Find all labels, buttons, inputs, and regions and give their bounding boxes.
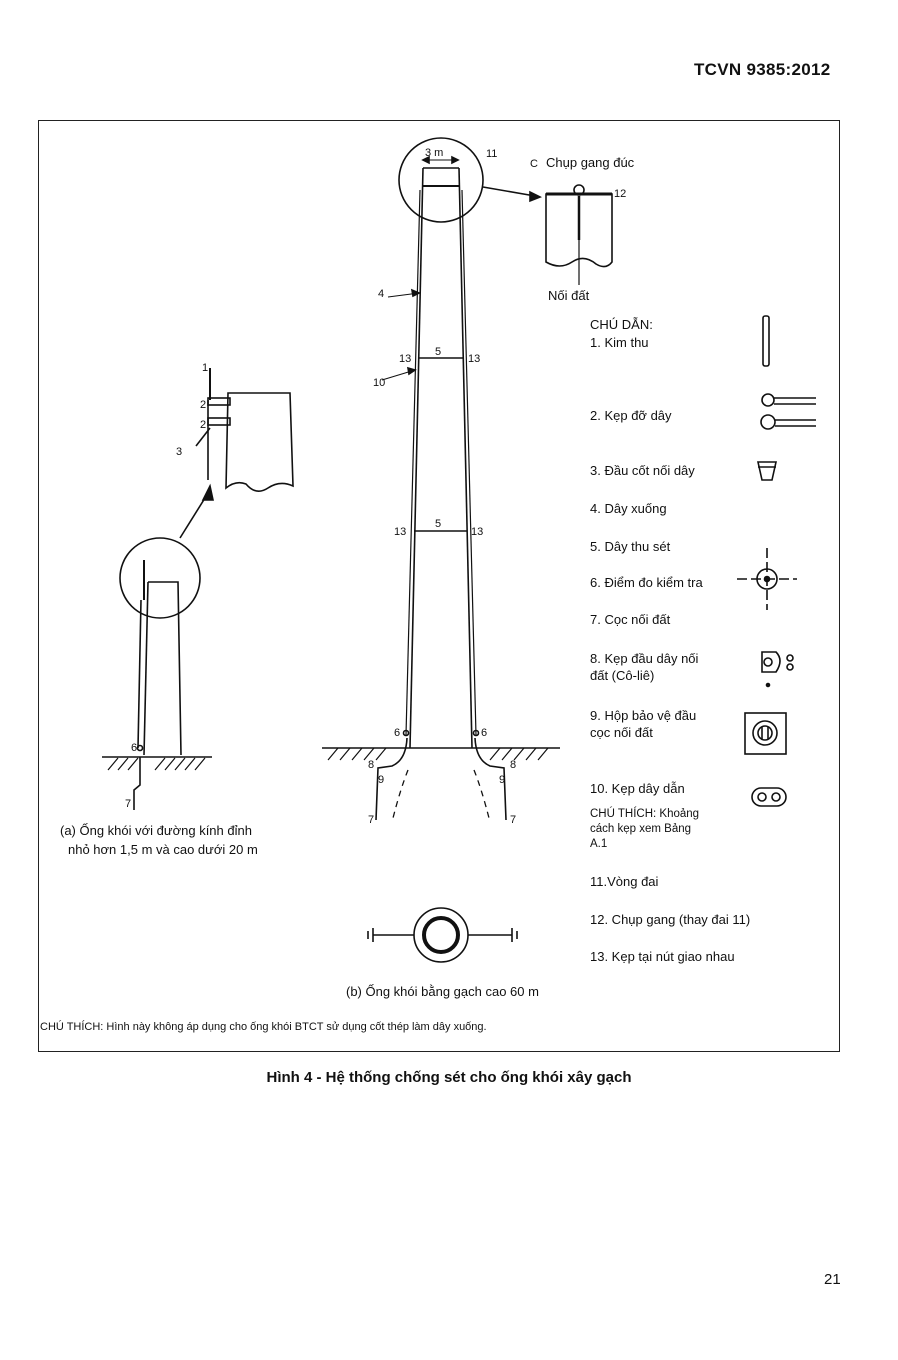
legend-item-10-note-3: A.1 <box>590 838 608 850</box>
callout-13-right-mid: 13 <box>471 526 484 538</box>
callout-1-a: 1 <box>202 362 209 374</box>
legend-item-1: 1. Kim thu <box>590 335 649 350</box>
callout-13-right-top: 13 <box>468 353 481 365</box>
legend-item-3: 3. Đầu cốt nối dây <box>590 463 695 478</box>
callout-5-top: 5 <box>435 346 442 358</box>
clip-2a <box>207 397 231 406</box>
earth-right <box>474 737 507 821</box>
callout-6-left: 6 <box>394 727 401 739</box>
chimney-a <box>102 483 214 810</box>
down-conductor-a <box>137 599 142 749</box>
chimney-b-right <box>458 167 473 749</box>
legend-item-8-line2: đất (Cô-liê) <box>590 668 655 683</box>
legend-item-4: 4. Dây xuống <box>590 501 667 516</box>
legend-item-9-line2: cọc nối đất <box>590 725 653 740</box>
callout-12: 12 <box>614 188 627 200</box>
chimney-a-right <box>148 581 182 756</box>
figure-caption: Hình 4 - Hệ thống chống sét cho ống khói… <box>266 1069 632 1086</box>
label-a-line1: (a) Ống khói với đường kính đỉnh <box>60 823 252 838</box>
arrow-head-a <box>201 483 214 501</box>
callout-2-a-bottom: 2 <box>200 419 207 431</box>
detail-ground-label: Nối đất <box>548 288 590 303</box>
callout-7-left: 7 <box>368 814 375 826</box>
detail-c-letter: C <box>530 158 538 170</box>
detail-a <box>195 368 294 492</box>
earth-left <box>375 737 408 821</box>
legend-item-2: 2. Kẹp đỡ dây <box>590 408 672 423</box>
legend-item-10-note-2: cách kẹp xem Bảng <box>590 823 692 835</box>
plan-view <box>367 907 518 963</box>
legend-item-13: 13. Kẹp tại nút giao nhau <box>590 949 735 964</box>
figure-note: CHÚ THÍCH: Hình này không áp dụng cho ốn… <box>40 1021 487 1033</box>
callout-8-left: 8 <box>368 759 375 771</box>
down-conductor-b-left <box>405 189 421 736</box>
label-b: (b) Ống khói bằng gạch cao 60 m <box>346 984 539 999</box>
callout-5-mid: 5 <box>435 518 442 530</box>
callout-4: 4 <box>378 288 385 300</box>
legend-title: CHÚ DẪN: <box>590 317 653 332</box>
dim-top-label: 3 m <box>425 147 444 159</box>
legend-symbols <box>737 315 816 807</box>
detail-c <box>545 184 613 285</box>
detail-a-body <box>225 392 294 492</box>
detail-circle-b <box>398 137 484 223</box>
legend-item-10-note-1: CHÚ THÍCH: Khoảng <box>590 808 700 820</box>
legend-item-11: 11.Vòng đai <box>590 874 659 889</box>
chimney-b <box>322 137 560 823</box>
detail-c-title: Chụp gang đúc <box>546 155 635 170</box>
callout-7-right: 7 <box>510 814 517 826</box>
callout-8-right: 8 <box>510 759 517 771</box>
callout-6-right: 6 <box>481 727 488 739</box>
clip-2b <box>207 417 231 426</box>
label-a-line2: nhỏ hơn 1,5 m và cao dưới 20 m <box>68 842 258 857</box>
legend-item-10: 10. Kẹp dây dẫn <box>590 781 685 796</box>
standard-code: TCVN 9385:2012 <box>694 60 831 79</box>
callout-13-left-top: 13 <box>399 353 412 365</box>
page-number: 21 <box>824 1271 841 1288</box>
legend-item-6: 6. Điểm đo kiểm tra <box>590 575 703 590</box>
callout-6-a: 6 <box>131 742 138 754</box>
callout-10: 10 <box>373 377 386 389</box>
callout-13-left-mid: 13 <box>394 526 407 538</box>
chimney-b-left <box>409 167 424 749</box>
legend-item-8-line1: 8. Kẹp đầu dây nối <box>590 651 699 666</box>
legend-item-7: 7. Cọc nối đất <box>590 612 671 627</box>
chimney-a-left <box>143 581 149 756</box>
down-conductor-b-right <box>461 189 477 736</box>
detail-circle-a <box>119 537 201 619</box>
symbol-air-terminal <box>762 315 770 367</box>
legend-item-9-line1: 9. Hộp bảo vệ đầu <box>590 708 697 723</box>
figure-frame <box>38 120 840 1052</box>
callout-9-right: 9 <box>499 774 506 786</box>
legend-item-12: 12. Chụp gang (thay đai 11) <box>590 912 751 927</box>
callout-11: 11 <box>486 148 498 160</box>
callout-2-a-top: 2 <box>200 399 207 411</box>
test-point-a <box>136 744 144 752</box>
callout-3-a: 3 <box>176 446 183 458</box>
earth-rod-a <box>133 757 141 810</box>
callout-7-a: 7 <box>125 798 132 810</box>
callout-9-left: 9 <box>378 774 385 786</box>
legend-item-5: 5. Dây thu sét <box>590 539 671 554</box>
